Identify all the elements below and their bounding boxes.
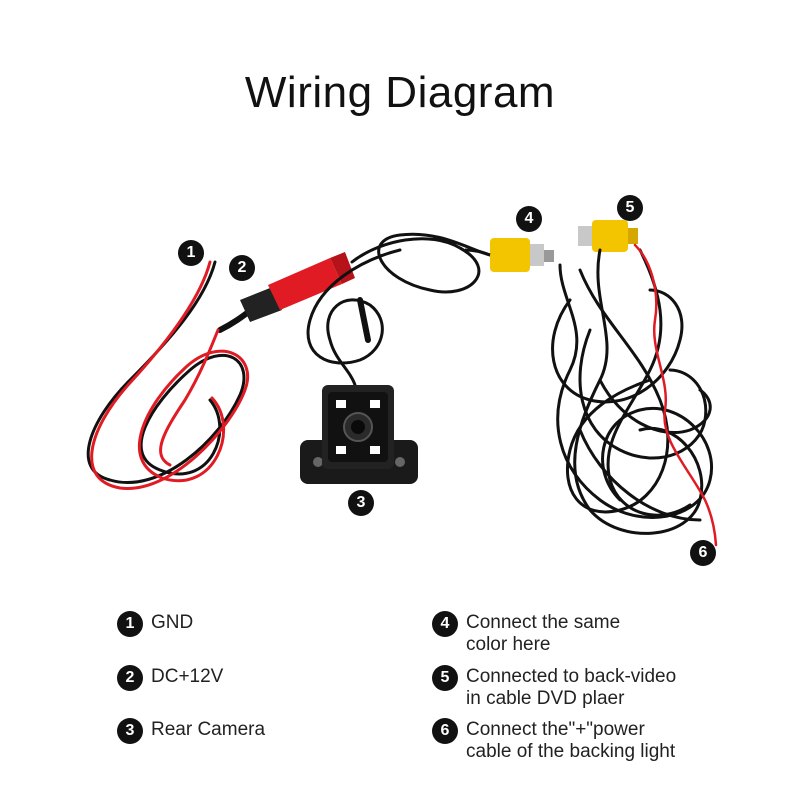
legend-item-rear-camera: 3 Rear Camera	[117, 718, 266, 744]
diagram-title: Wiring Diagram	[244, 68, 556, 117]
legend-text: DC+12V	[151, 666, 224, 687]
video-cable-coil	[551, 248, 713, 535]
legend-item-backing-light: 6 Connect the"+"power cable of the backi…	[432, 718, 676, 763]
marker-5: 5	[617, 195, 643, 221]
legend-item-dc12v: 2 DC+12V	[117, 665, 224, 691]
legend-item-back-video: 5 Connected to back-video in cable DVD p…	[432, 665, 677, 710]
legend-text: Connect the"+"power cable of the backing…	[466, 719, 676, 762]
legend-text: GND	[151, 612, 194, 633]
power-wire-bundle	[86, 260, 268, 490]
legend-text: Connect the same color here	[466, 612, 621, 655]
legend-number: 4	[432, 611, 458, 637]
yellow-rca-connector-right	[578, 220, 638, 252]
dc-power-connector	[240, 252, 355, 322]
marker-1: 1	[178, 240, 204, 266]
legend-number: 2	[117, 665, 143, 691]
legend-number: 5	[432, 665, 458, 691]
yellow-rca-connector-left	[464, 238, 554, 272]
marker-3: 3	[348, 490, 374, 516]
legend-text: Rear Camera	[151, 719, 266, 740]
legend-number: 1	[117, 611, 143, 637]
legend-item-same-color: 4 Connect the same color here	[432, 611, 621, 656]
backing-light-wire	[633, 243, 718, 547]
marker-6: 6	[690, 540, 716, 566]
marker-2: 2	[229, 255, 255, 281]
marker-4: 4	[516, 206, 542, 232]
rear-camera	[300, 385, 418, 484]
camera-cable	[306, 232, 492, 387]
legend-text: Connected to back-video in cable DVD pla…	[466, 666, 677, 709]
legend-number: 3	[117, 718, 143, 744]
legend-item-gnd: 1 GND	[117, 611, 194, 637]
legend-number: 6	[432, 718, 458, 744]
